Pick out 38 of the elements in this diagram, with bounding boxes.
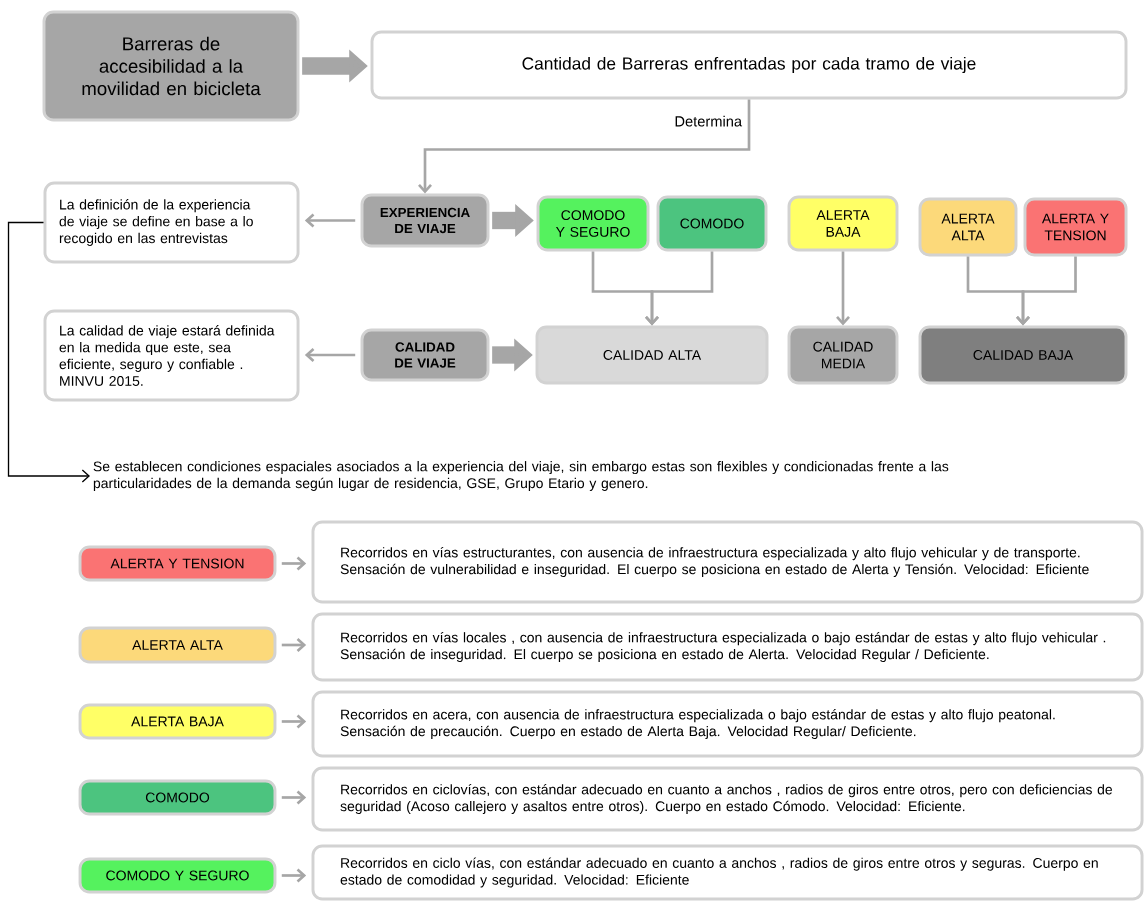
description-box: Recorridos en vías estructurantes, con ausencia de infraestructura especializada y alto flujo vehicular y de transporte. Sensación de vulnerabilidad e inseguridad. El cuerpo se posiciona en estado de Alerta y Tensión. Velocidad: Eficiente: [311, 520, 1144, 604]
category-box: COMODO Y SEGURO: [536, 195, 650, 252]
description-box: Recorridos en ciclovías, con estándar adecuado en cuanto a anchos , radios de giros entre otros, pero con deficiencias de seguridad (Acoso callejero y asaltos entre otros). Cuerpo en estado Cómodo. Velocidad: Eficiente.: [311, 766, 1144, 832]
note-text: Se establecen condiciones espaciales asociados a la experiencia del viaje, sin embargo estas son flexibles y condicionadas frente a las particularidades de la demanda según lugar de residencia, GSE, Grupo Etario y genero.: [93, 461, 949, 491]
note-box: La calidad de viaje estará definida en la medida que este, sea eficiente, seguro y confiable . MINVU 2015.: [43, 309, 300, 402]
category-box: ALERTA BAJA: [787, 195, 899, 252]
title-box: Barreras de accesibilidad a la movilidad en bicicleta: [42, 10, 300, 122]
category-box: ALERTA Y TENSION: [78, 545, 277, 582]
category-box: COMODO: [78, 779, 277, 816]
arrow: [645, 251, 714, 326]
arrow: [836, 251, 850, 326]
arrow: [281, 556, 307, 571]
arrow: [304, 213, 356, 228]
process-box: CALIDAD DE VIAJE: [360, 328, 490, 382]
arrow: [7, 221, 90, 483]
category-box: ALERTA ALTA: [918, 197, 1018, 257]
arrow: [281, 638, 307, 652]
result-box: CALIDAD ALTA: [535, 325, 769, 385]
arrow: [281, 868, 307, 883]
category-box: ALERTA Y TENSION: [1023, 197, 1128, 257]
process-box: Cantidad de Barreras enfrentadas por cada tramo de viaje: [370, 30, 1128, 100]
category-box: ALERTA ALTA: [78, 626, 277, 664]
arrow: [1016, 256, 1077, 326]
edge-label: Determina: [675, 115, 743, 127]
arrow: [281, 790, 307, 805]
result-box: CALIDAD BAJA: [918, 325, 1128, 385]
description-box: Recorridos en vías locales , con ausencia de infraestructura especializada o bajo estándar de estas y alto flujo vehicular . Sensación de inseguridad. El cuerpo se posiciona en estado de Alerta. Velocidad Regular / Deficiente.: [311, 612, 1144, 682]
arrow: [304, 348, 356, 362]
result-box: CALIDAD MEDIA: [787, 325, 899, 385]
description-box: Recorridos en ciclo vías, con estándar adecuado en cuanto a anchos , radios de giros entre otros y seguras. Cuerpo en estado de comodidad y seguridad. Velocidad: Eficiente: [311, 844, 1144, 901]
description-box: Recorridos en acera, con ausencia de infraestructura especializada o bajo estándar de estas y alto flujo peatonal. Sensación de precaución. Cuerpo en estado de Alerta Baja. Velocidad Regular/ Deficiente.: [311, 690, 1144, 758]
category-box: ALERTA BAJA: [78, 703, 277, 740]
arrow: [418, 99, 751, 194]
note-box: La definición de la experiencia de viaje se define en base a lo recogido en las entrevistas: [43, 181, 300, 264]
category-box: COMODO Y SEGURO: [78, 857, 277, 894]
category-box: COMODO: [656, 195, 768, 252]
arrow: [281, 714, 307, 729]
process-box: EXPERIENCIA DE VIAJE: [360, 193, 490, 248]
